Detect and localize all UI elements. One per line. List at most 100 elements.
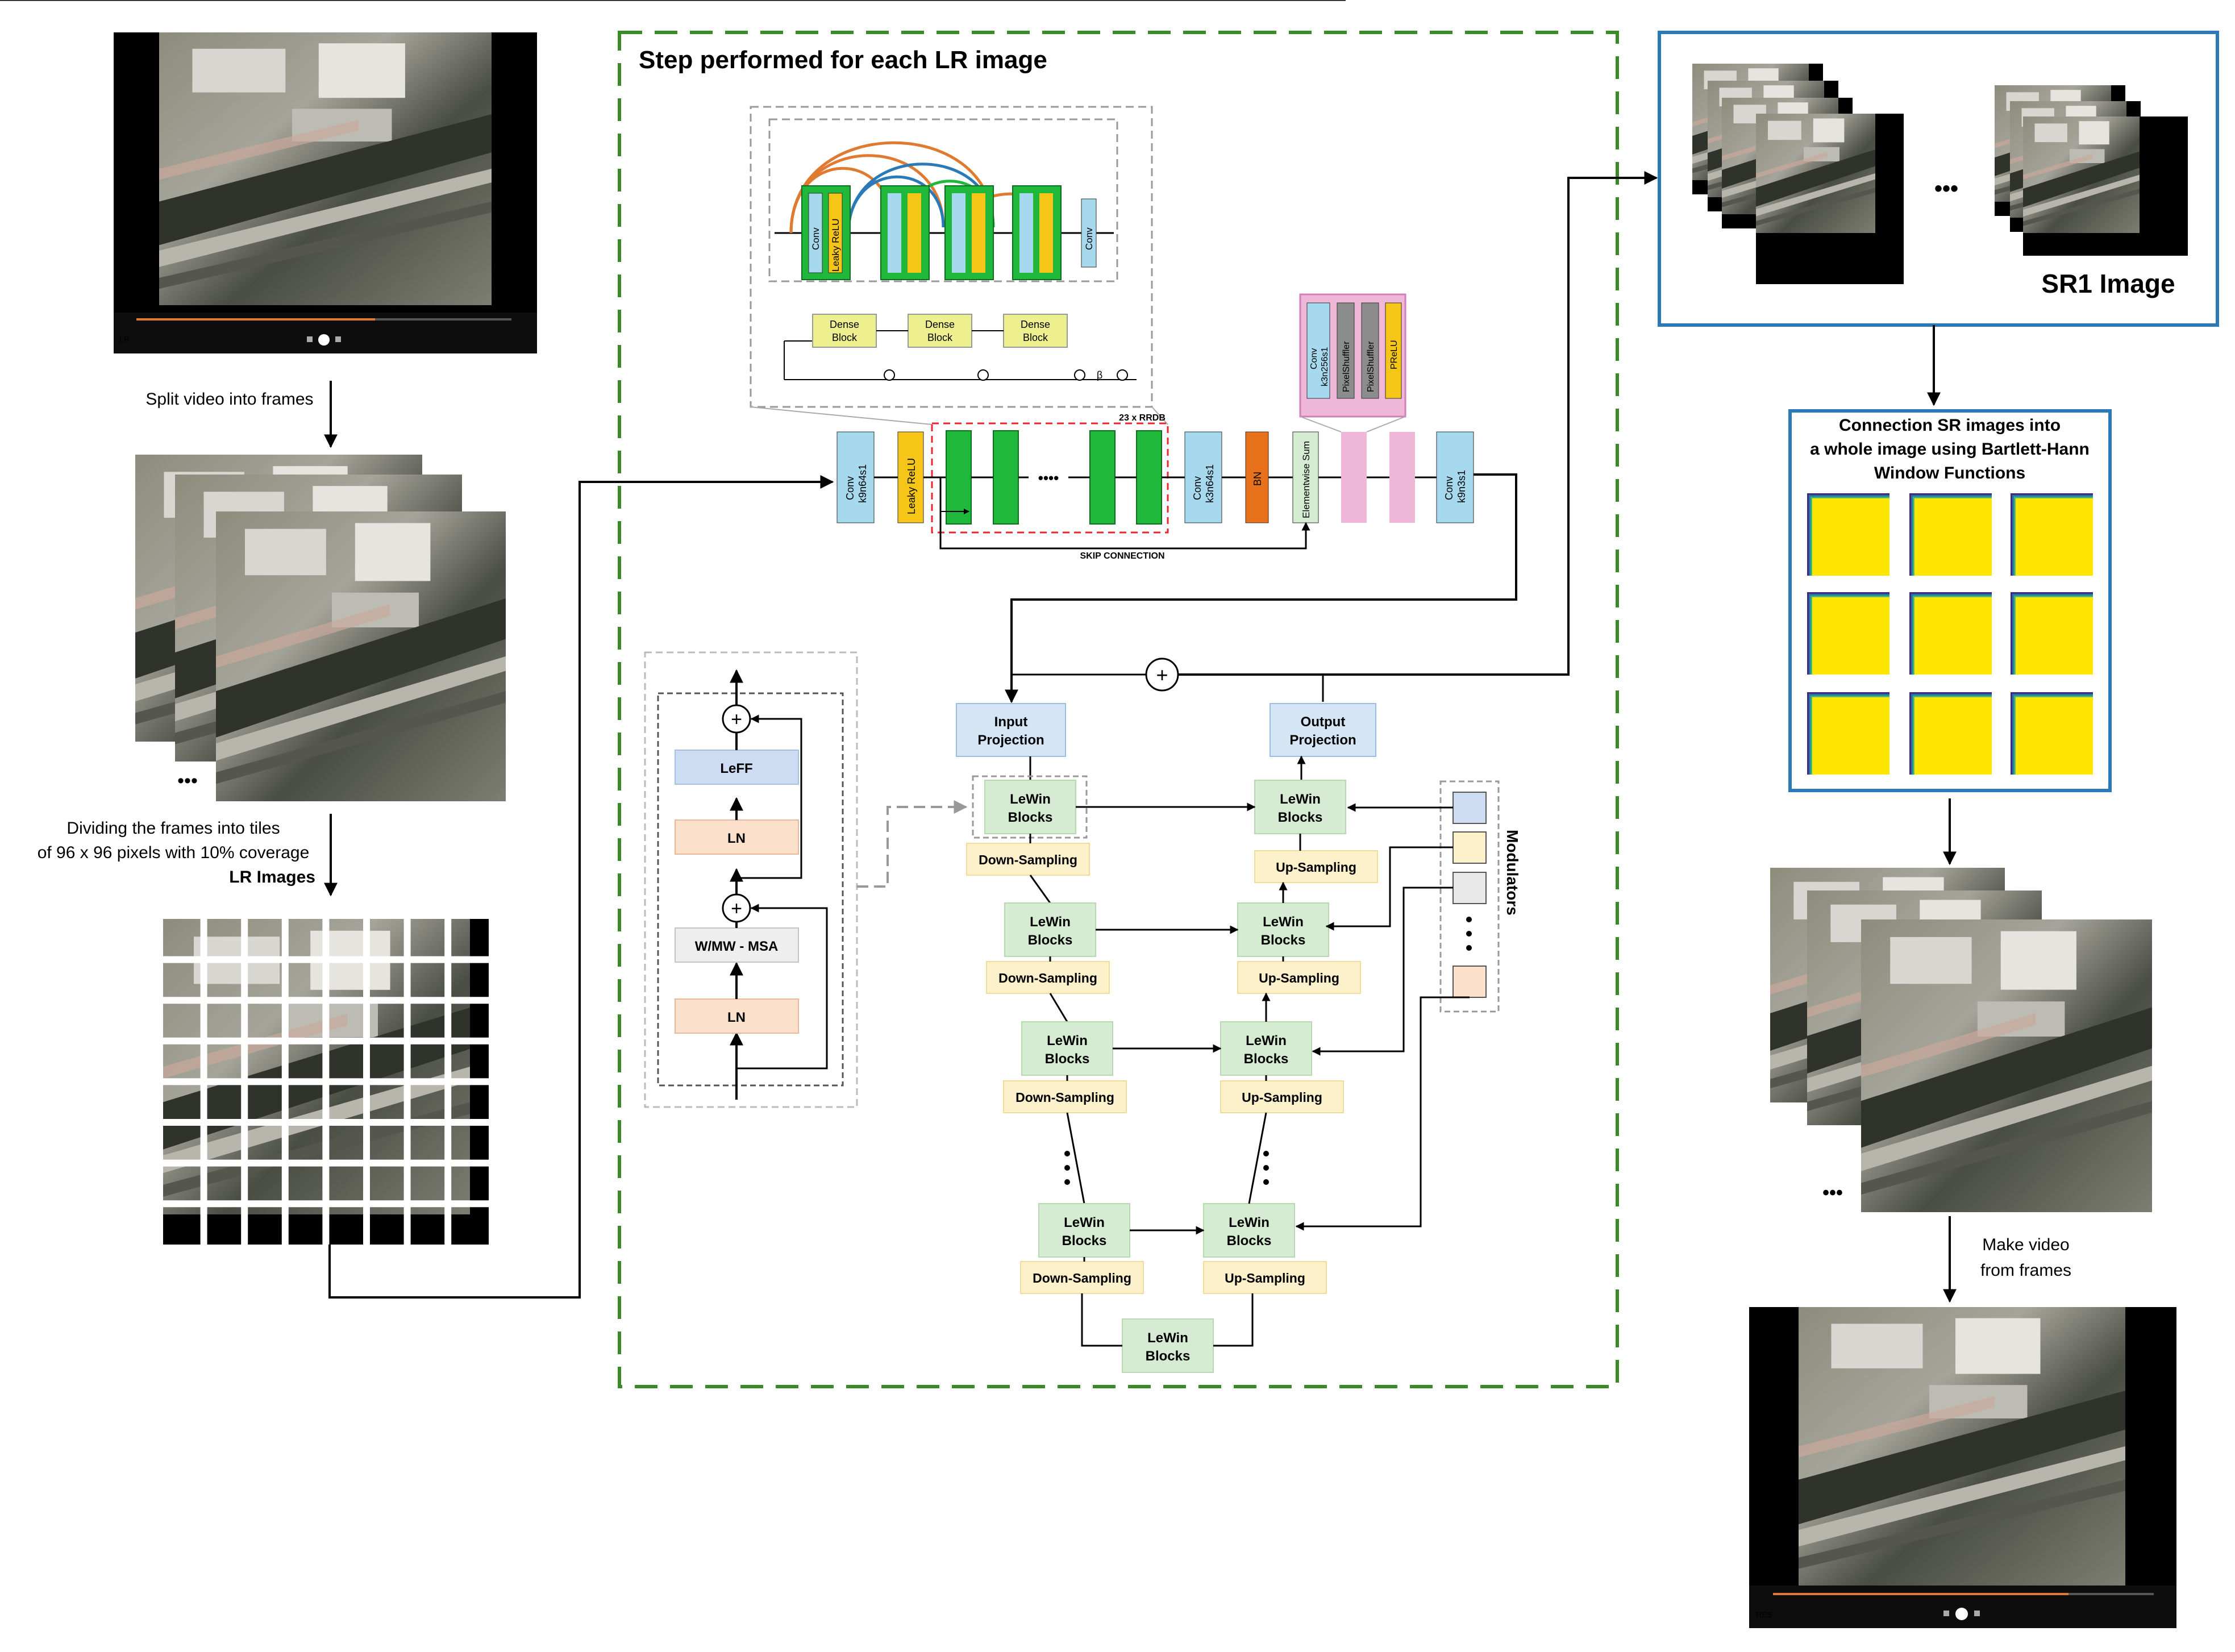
lewin-label-1: LeWin — [1280, 792, 1321, 807]
output-frames-stack — [1770, 868, 2152, 1212]
window-tile — [1807, 493, 1889, 576]
down-sampling-3-label: Down-Sampling — [1015, 1090, 1114, 1105]
down-sampling-4-label: Down-Sampling — [1033, 1271, 1131, 1285]
ln-top: LN — [727, 831, 746, 846]
input-video-player: LR — [114, 32, 537, 353]
conv-k9n64s1 — [836, 431, 875, 523]
connection-line-2: a whole image using Bartlett-Hann — [1810, 440, 2090, 459]
ln-bottom: LN — [727, 1010, 746, 1025]
level-dot — [1064, 1165, 1070, 1171]
make-video-1: Make video — [1982, 1235, 2069, 1254]
modulators-label: Modulators — [1504, 830, 1521, 916]
unet-connector — [1248, 1112, 1267, 1204]
esrgan-chain: 23 x RRDB Conv k9n64s1 Leaky ReLU •••• C… — [836, 293, 1474, 561]
input-proj-2: Projection — [977, 733, 1044, 748]
lewin-label-1: LeWin — [1010, 792, 1051, 807]
window-tile — [1909, 592, 1992, 675]
conv2-a: Conv — [1192, 476, 1203, 500]
upsample-block-1 — [1341, 432, 1367, 523]
rrdb-conv-label: Conv — [810, 227, 821, 250]
conv-k3n64s1 — [1184, 431, 1222, 523]
sr1-stack-left — [1692, 64, 1904, 284]
prelu-label: PReLU — [1389, 340, 1399, 369]
down-sampling-4: Down-Sampling — [1020, 1261, 1144, 1294]
leaky-relu-block — [897, 431, 924, 523]
frames-ellipsis: ••• — [177, 770, 198, 792]
bottleneck-in — [1081, 1293, 1122, 1347]
window-tile — [1807, 692, 1889, 775]
conv1-b: k9n64s1 — [857, 464, 868, 503]
level-dot — [1263, 1179, 1269, 1185]
lewin-label-1: LeWin — [1047, 1033, 1088, 1048]
connection-line-1: Connection SR images into — [1839, 416, 2061, 435]
level-dot — [1064, 1151, 1070, 1156]
uformer-plus-text: + — [1156, 663, 1168, 686]
down-sampling-2: Down-Sampling — [986, 961, 1110, 994]
make-video-2: from frames — [1980, 1261, 2071, 1280]
lr-images-label: LR Images — [229, 868, 315, 887]
bn-label: BN — [1252, 472, 1263, 486]
up-sampling-4: Up-Sampling — [1203, 1261, 1327, 1294]
divide-label-1: Dividing the frames into tiles — [66, 819, 280, 838]
frames-stack — [135, 455, 506, 801]
lewin-label-2: Blocks — [1244, 1051, 1289, 1067]
lewin-label-1: LeWin — [1064, 1215, 1105, 1230]
bn-block — [1245, 431, 1269, 523]
modulator-3 — [1452, 872, 1487, 904]
sr1-ellipsis: ••• — [1934, 176, 1958, 201]
rrdb-conv-small: Conv — [1084, 227, 1094, 250]
unet-connector — [1066, 1112, 1085, 1204]
conv3-b: k9n3s1 — [1456, 470, 1467, 503]
lewin-label-1: LeWin — [1246, 1033, 1287, 1048]
rrdb-repeat-label: 23 x RRDB — [1119, 413, 1166, 423]
bottleneck-out — [1213, 1293, 1254, 1347]
connection-line-3: Window Functions — [1874, 464, 2025, 482]
player-tag-res: RES — [1756, 1610, 1772, 1619]
rrdb-dots: •••• — [1038, 469, 1059, 486]
up-sampling-3: Up-Sampling — [1220, 1080, 1344, 1113]
split-label: Split video into frames — [145, 390, 313, 409]
plus-bottom: + — [731, 898, 742, 919]
dense-block-3a: Dense — [1021, 319, 1050, 330]
dense-block-1a: Dense — [830, 319, 859, 330]
leaky-relu-label: Leaky ReLU — [906, 458, 917, 514]
lewin-label-1: LeWin — [1030, 914, 1071, 930]
lewin-label-2: Blocks — [1028, 933, 1073, 948]
up-sampling-2-label: Up-Sampling — [1259, 971, 1339, 985]
sr1-stack-right — [1995, 85, 2188, 256]
plus-top: + — [731, 709, 742, 730]
down-sampling-2-label: Down-Sampling — [998, 971, 1097, 985]
wmsa-label: W/MW - MSA — [695, 939, 779, 954]
up-sampling-2: Up-Sampling — [1237, 961, 1361, 994]
rrdb-detail-panel: Conv Leaky ReLU Conv Dense Block Dense B… — [750, 106, 1168, 425]
modulator-1 — [1452, 792, 1487, 824]
window-tile — [2011, 493, 2093, 576]
up-sampling-1: Up-Sampling — [1254, 850, 1378, 883]
up-sampling-4-label: Up-Sampling — [1225, 1271, 1305, 1285]
divide-label-2: of 96 x 96 pixels with 10% coverage — [38, 843, 310, 862]
dense-block-3b: Block — [1023, 332, 1048, 343]
up-sampling-3-label: Up-Sampling — [1242, 1090, 1322, 1105]
lewin-label-1: LeWin — [1147, 1330, 1188, 1346]
lewin-label-1: LeWin — [1229, 1215, 1270, 1230]
rrdb-leaky-label: Leaky ReLU — [830, 218, 841, 272]
output-proj-1: Output — [1301, 714, 1346, 730]
down-sampling-1: Down-Sampling — [966, 843, 1090, 876]
window-tile — [2011, 592, 2093, 675]
beta-label: β — [1097, 369, 1102, 381]
dense-block-2a: Dense — [925, 319, 955, 330]
lewin-label-2: Blocks — [1227, 1233, 1272, 1249]
output-proj-2: Projection — [1289, 733, 1356, 748]
up-sampling-1-label: Up-Sampling — [1276, 860, 1356, 875]
lewin-label-2: Blocks — [1146, 1349, 1191, 1364]
lewin-detail-panel: LN W/MW - MSA + LN LeFF + — [644, 651, 968, 1108]
bartlett-hann-window-grid — [1807, 493, 2093, 775]
pixelshuffler-2: PixelShuffler — [1366, 341, 1376, 392]
